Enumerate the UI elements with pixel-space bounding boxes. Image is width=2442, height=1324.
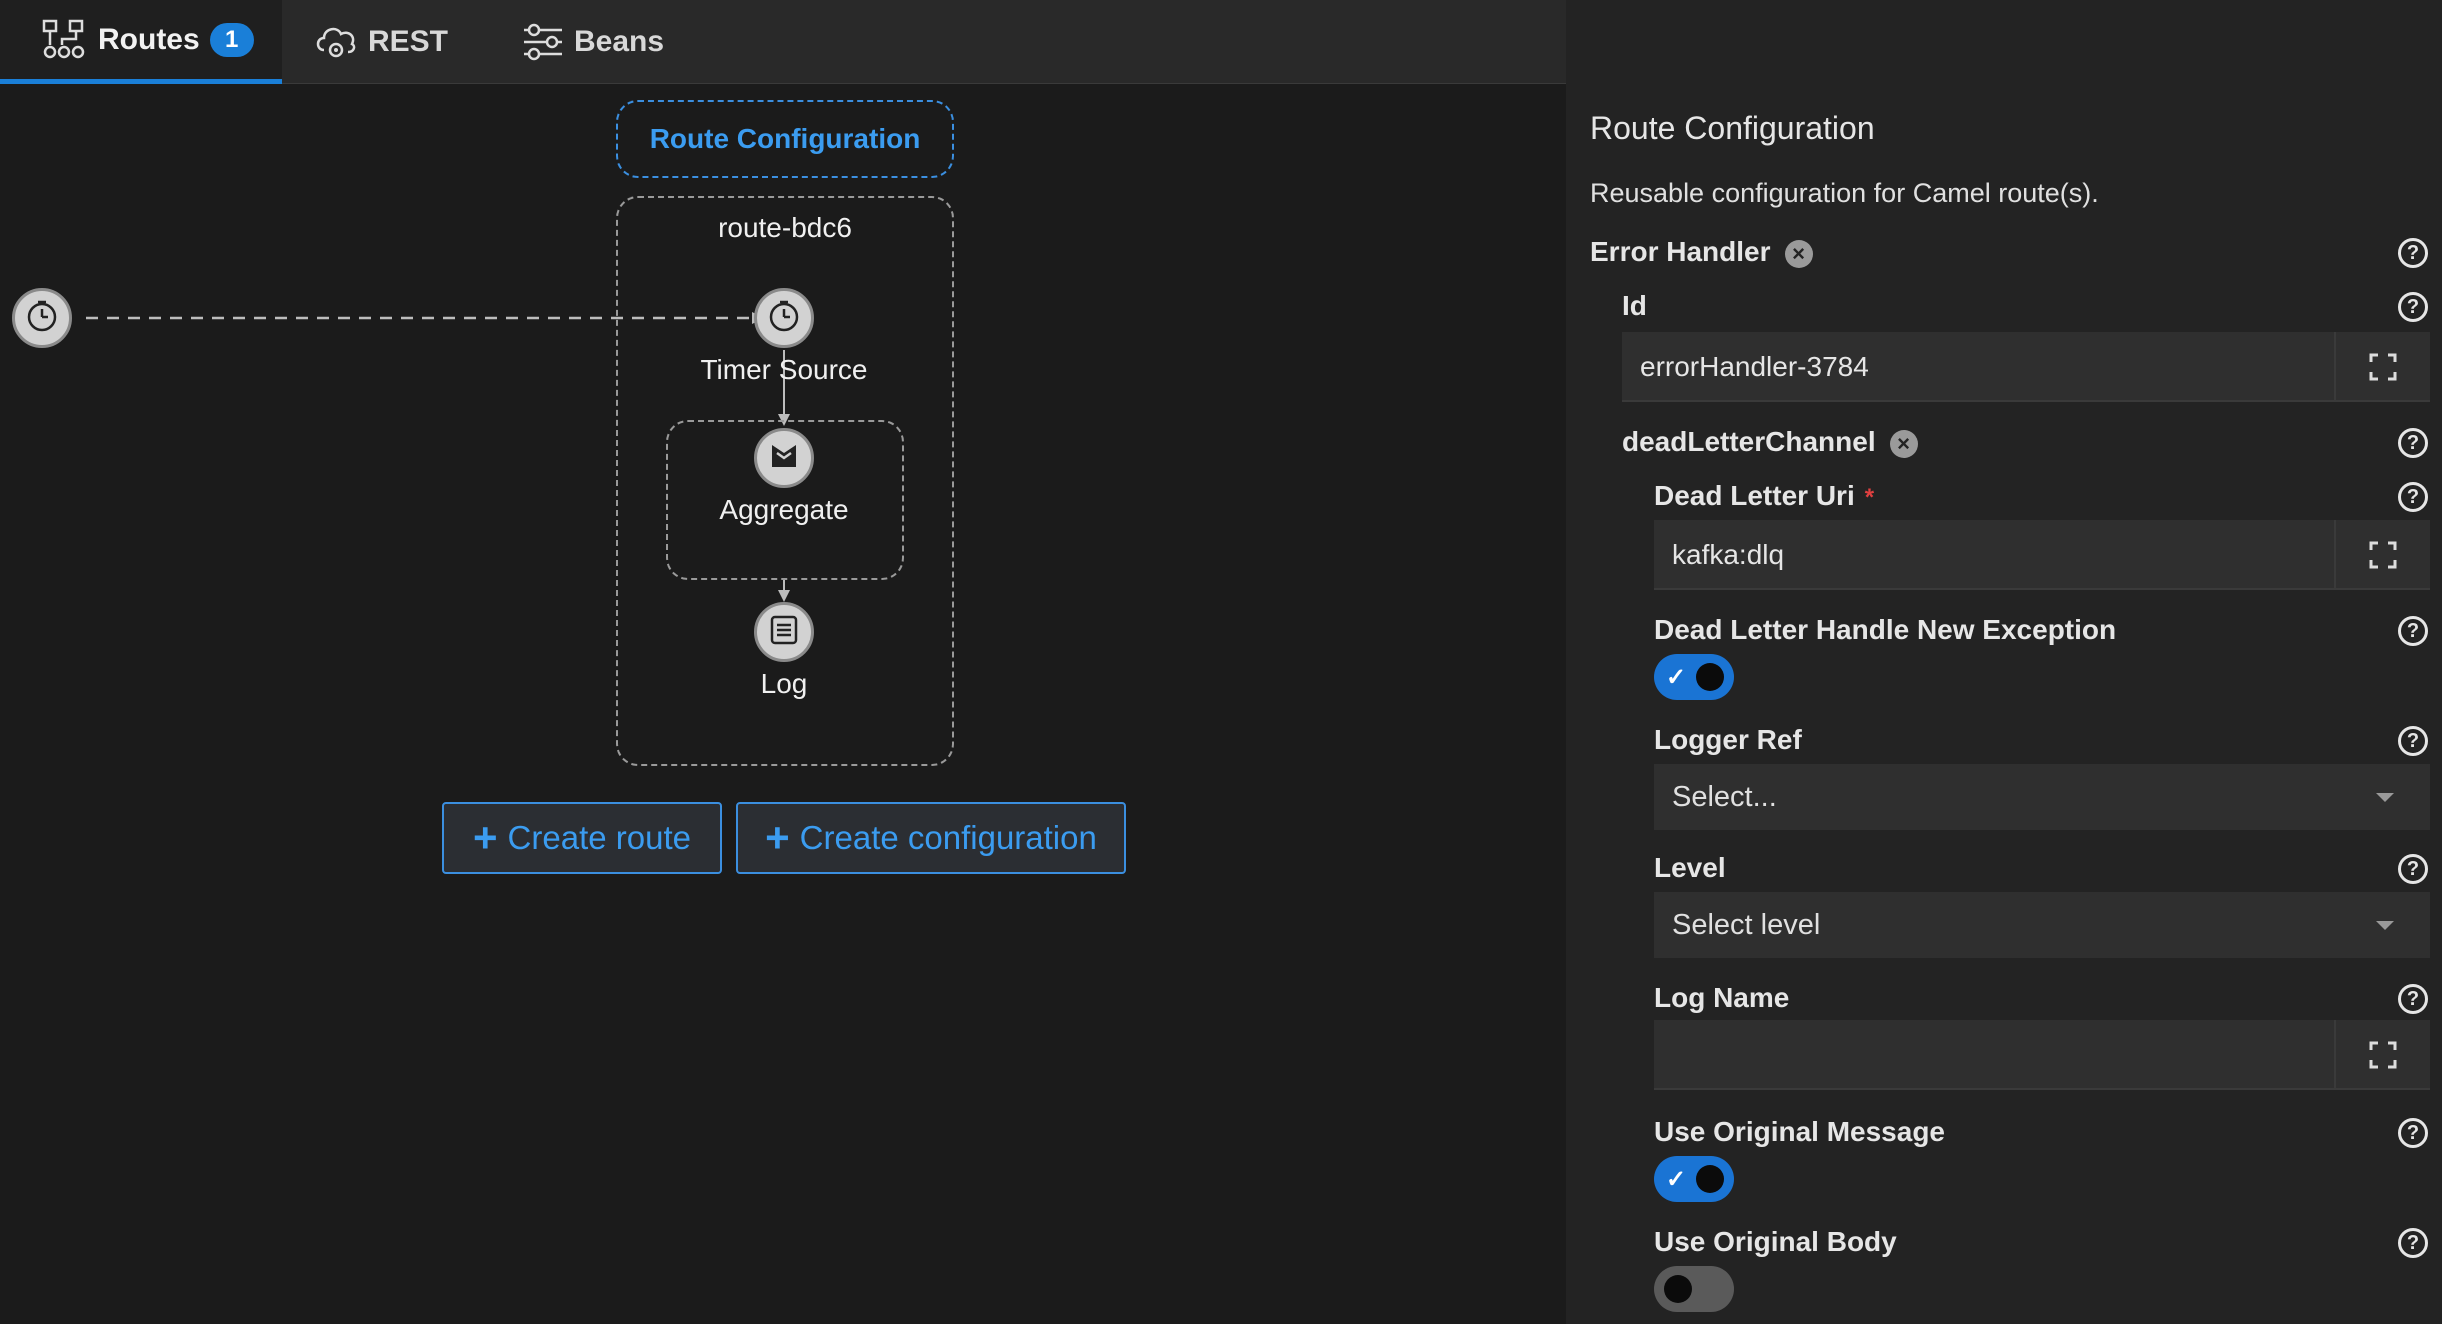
tab-routes[interactable]: Routes 1 xyxy=(0,0,282,84)
route-configuration-label: Route Configuration xyxy=(649,123,921,154)
routes-count-badge: 1 xyxy=(209,22,254,57)
check-icon: ✓ xyxy=(1666,1166,1687,1193)
route-canvas[interactable]: Route Configuration route-bdc6 Timer Sou… xyxy=(0,84,1566,1324)
log-name-field[interactable] xyxy=(1654,1020,2430,1090)
remove-dead-letter-channel-icon[interactable]: × xyxy=(1889,429,1918,458)
aggregate-label: Aggregate xyxy=(719,494,849,525)
timer-icon xyxy=(767,299,801,338)
route-configuration-node[interactable]: Route Configuration xyxy=(616,100,954,178)
tab-rest[interactable]: REST xyxy=(314,0,464,84)
toggle-knob xyxy=(1696,1165,1724,1193)
panel-description: Reusable configuration for Camel route(s… xyxy=(1590,178,2099,208)
help-icon[interactable]: ? xyxy=(2398,428,2428,458)
error-handler-heading: Error Handler × xyxy=(1590,236,1813,268)
dead-letter-channel-label: deadLetterChannel xyxy=(1622,426,1876,457)
aggregate-group[interactable] xyxy=(666,420,904,580)
id-value: errorHandler-3784 xyxy=(1640,351,1869,382)
logger-ref-select[interactable]: Select... xyxy=(1654,764,2430,830)
level-value: Select level xyxy=(1672,909,1821,941)
help-icon[interactable]: ? xyxy=(2398,1228,2428,1258)
external-timer-node[interactable] xyxy=(12,288,72,348)
expand-icon[interactable] xyxy=(2334,332,2430,402)
create-configuration-label: Create configuration xyxy=(799,819,1097,856)
dead-letter-handle-toggle[interactable]: ✓ xyxy=(1654,654,1734,700)
toggle-knob xyxy=(1664,1275,1692,1303)
level-select[interactable]: Select level xyxy=(1654,892,2430,958)
caret-down-icon xyxy=(2376,793,2394,802)
tab-rest-label: REST xyxy=(368,25,449,58)
expand-icon[interactable] xyxy=(2334,520,2430,590)
expand-icon[interactable] xyxy=(2334,1020,2430,1090)
dead-letter-uri-heading: Dead Letter Uri * xyxy=(1654,480,1874,512)
toggle-knob xyxy=(1696,663,1724,691)
timer-source-label: Timer Source xyxy=(700,354,868,385)
dead-letter-channel-heading: deadLetterChannel × xyxy=(1622,426,1918,458)
route-group[interactable]: route-bdc6 xyxy=(616,196,954,766)
use-original-body-toggle[interactable] xyxy=(1654,1266,1734,1312)
log-name-label: Log Name xyxy=(1654,982,1790,1013)
required-marker: * xyxy=(1864,484,1875,511)
log-icon xyxy=(768,614,800,651)
beans-icon xyxy=(522,22,564,62)
help-icon[interactable]: ? xyxy=(2398,238,2428,268)
dead-letter-uri-value: kafka:dlq xyxy=(1672,539,1785,570)
use-original-message-toggle[interactable]: ✓ xyxy=(1654,1156,1734,1202)
use-original-body-label: Use Original Body xyxy=(1654,1226,1897,1257)
dead-letter-uri-label: Dead Letter Uri xyxy=(1654,480,1855,511)
help-icon[interactable]: ? xyxy=(2398,482,2428,512)
dead-letter-uri-field[interactable]: kafka:dlq xyxy=(1654,520,2430,590)
aggregate-node[interactable] xyxy=(754,428,814,488)
logger-ref-value: Select... xyxy=(1672,781,1777,813)
routes-icon xyxy=(42,19,88,61)
rest-cloud-icon xyxy=(314,22,358,62)
panel-title: Route Configuration xyxy=(1590,110,1875,146)
tab-routes-label: Routes xyxy=(98,22,200,56)
logger-ref-label: Logger Ref xyxy=(1654,724,1802,755)
use-original-message-label: Use Original Message xyxy=(1654,1116,1946,1147)
dead-letter-handle-label: Dead Letter Handle New Exception xyxy=(1654,614,2117,645)
aggregate-icon xyxy=(767,439,801,478)
id-label: Id xyxy=(1622,290,1647,321)
route-group-label: route-bdc6 xyxy=(718,212,852,243)
tab-beans-label: Beans xyxy=(574,25,665,58)
log-label: Log xyxy=(760,668,808,699)
tab-bar: Routes 1 REST xyxy=(0,0,1566,84)
help-icon[interactable]: ? xyxy=(2398,984,2428,1014)
id-field[interactable]: errorHandler-3784 xyxy=(1622,332,2430,402)
help-icon[interactable]: ? xyxy=(2398,616,2428,646)
help-icon[interactable]: ? xyxy=(2398,854,2428,884)
create-configuration-button[interactable]: + Create configuration xyxy=(736,802,1126,874)
help-icon[interactable]: ? xyxy=(2398,726,2428,756)
check-icon: ✓ xyxy=(1666,664,1687,691)
tab-beans[interactable]: Beans xyxy=(522,0,682,84)
remove-error-handler-icon[interactable]: × xyxy=(1784,239,1813,268)
log-node[interactable] xyxy=(754,602,814,662)
create-route-button[interactable]: + Create route xyxy=(442,802,722,874)
timer-icon xyxy=(25,299,59,338)
plus-icon: + xyxy=(473,814,498,861)
create-route-label: Create route xyxy=(507,819,691,856)
error-handler-label: Error Handler xyxy=(1590,236,1771,267)
timer-source-node[interactable] xyxy=(754,288,814,348)
config-panel: Route Configuration Reusable configurati… xyxy=(1566,0,2442,1324)
level-label: Level xyxy=(1654,852,1726,883)
caret-down-icon xyxy=(2376,921,2394,930)
plus-icon: + xyxy=(765,814,790,861)
help-icon[interactable]: ? xyxy=(2398,292,2428,322)
help-icon[interactable]: ? xyxy=(2398,1118,2428,1148)
